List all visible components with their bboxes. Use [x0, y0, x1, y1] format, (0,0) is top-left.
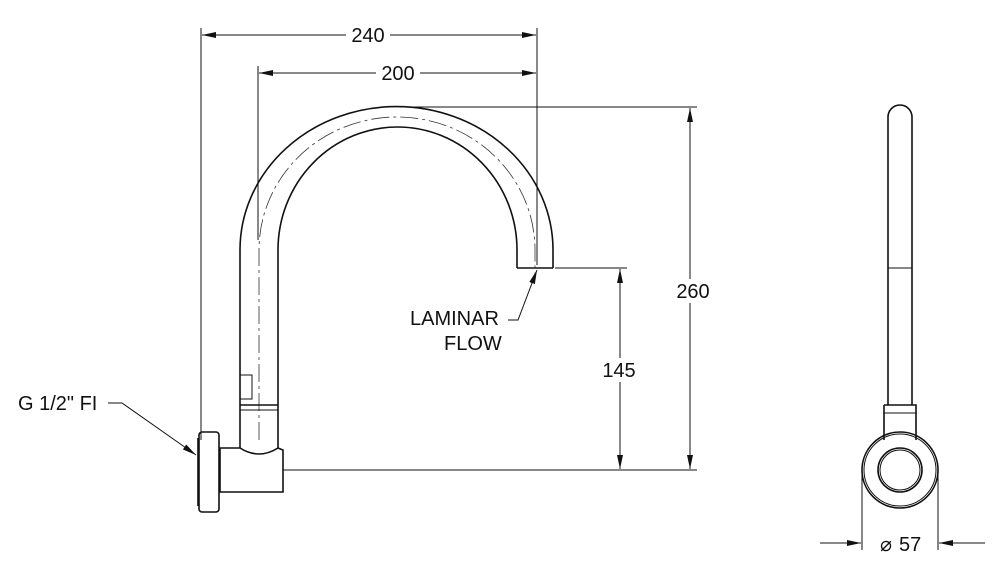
outlet-callout-line1: LAMINAR — [410, 308, 499, 330]
diameter-symbol: ⌀ — [880, 534, 892, 556]
side-view — [861, 104, 939, 509]
dim-flange-diameter: 57 — [899, 534, 921, 556]
outlet-callout-line2: FLOW — [444, 333, 502, 355]
connection-callout: G 1/2" FI — [18, 393, 97, 415]
dim-overall-height: 260 — [676, 281, 709, 303]
dim-outlet-height: 145 — [602, 360, 635, 382]
front-view — [197, 105, 554, 513]
dim-overall-reach: 240 — [351, 25, 384, 47]
dim-spout-reach: 200 — [381, 63, 414, 85]
